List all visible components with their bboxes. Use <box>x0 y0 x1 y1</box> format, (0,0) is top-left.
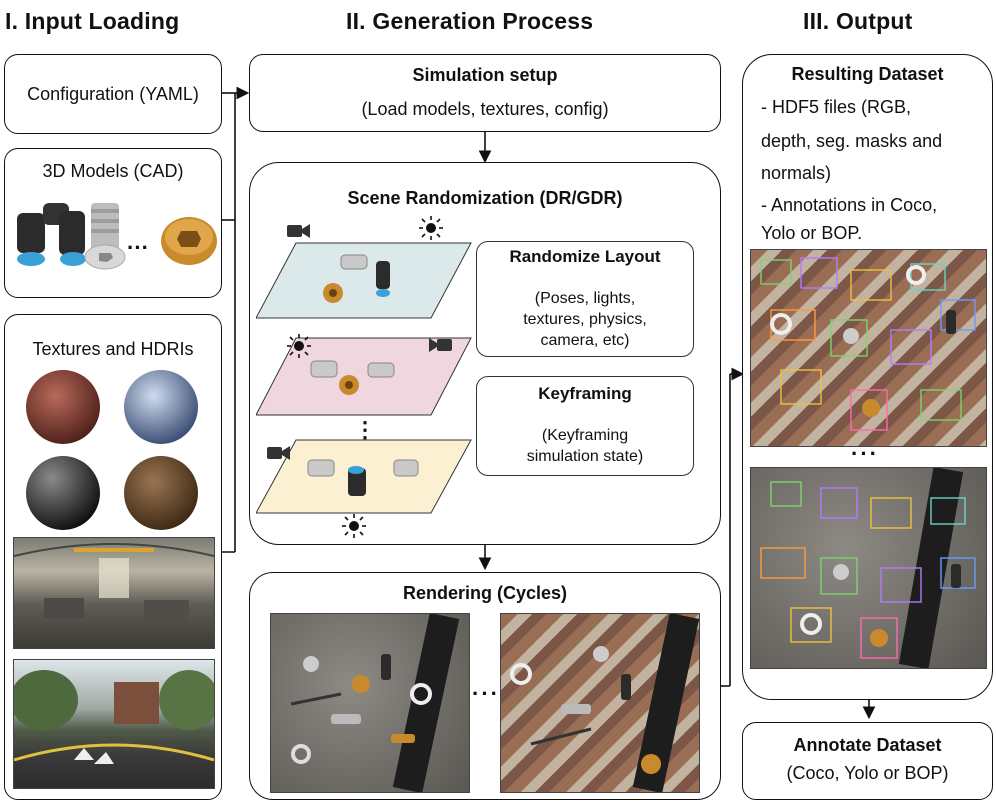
models-box: 3D Models (CAD) ··· <box>4 148 222 298</box>
texture-spheres <box>26 370 198 530</box>
render-textured-image <box>500 613 700 793</box>
rendering-box: Rendering (Cycles) ··· <box>249 572 721 800</box>
annotate-dataset-title: Annotate Dataset <box>793 735 942 755</box>
scene-randomization-title: Scene Randomization (DR/GDR) <box>347 188 623 208</box>
randomize-layout-box: Randomize Layout (Poses, lights, texture… <box>476 241 694 357</box>
sun-icon <box>419 216 443 240</box>
heading-generation-process: II. Generation Process <box>346 8 594 34</box>
heading-output: III. Output <box>803 8 913 34</box>
simulation-setup-subtitle: (Load models, textures, config) <box>361 99 609 119</box>
rendering-title: Rendering (Cycles) <box>402 583 568 603</box>
render-plain-image <box>270 613 470 793</box>
annotate-dataset-box: Annotate Dataset (Coco, Yolo or BOP) <box>742 722 993 800</box>
camera-icon <box>429 338 452 352</box>
svg-text:⋮: ⋮ <box>354 417 376 442</box>
keyframing-line-2: simulation state) <box>526 448 644 465</box>
dataset-ellipsis: ··· <box>851 441 879 466</box>
dataset-line-3: normals) <box>761 163 832 183</box>
annotated-sample-image-2 <box>750 467 987 669</box>
models-label: 3D Models (CAD) <box>42 161 184 181</box>
heading-input-loading: I. Input Loading <box>5 8 180 34</box>
config-box: Configuration (YAML) <box>4 54 222 134</box>
svg-text:···: ··· <box>127 235 149 260</box>
render-plain-objects <box>290 614 460 792</box>
config-label: Configuration (YAML) <box>27 84 199 104</box>
randomize-layout-line-3: camera, etc) <box>540 332 630 349</box>
annotated-sample-boxes-2 <box>760 468 976 668</box>
camera-icon <box>287 224 310 238</box>
sun-icon <box>287 334 311 358</box>
scene-randomization-box: Scene Randomization (DR/GDR) ⋮ <box>249 162 721 545</box>
dataset-line-1: - HDF5 files (RGB, <box>761 97 912 117</box>
hdri-factory-detail <box>14 543 214 622</box>
resulting-dataset-box: Resulting Dataset - HDF5 files (RGB, dep… <box>742 54 993 700</box>
hdri-street-image <box>13 659 215 789</box>
resulting-dataset-title: Resulting Dataset <box>791 64 944 84</box>
keyframing-title: Keyframing <box>538 384 632 403</box>
textures-label: Textures and HDRIs <box>32 339 194 359</box>
keyframing-line-1: (Keyframing <box>541 427 629 444</box>
simulation-setup-title: Simulation setup <box>412 65 558 85</box>
sun-icon <box>342 514 366 538</box>
annotated-sample-boxes-1 <box>760 257 976 431</box>
textures-box: Textures and HDRIs <box>4 314 222 800</box>
rendering-ellipsis: ··· <box>472 681 500 706</box>
dataset-line-5: Yolo or BOP. <box>761 223 863 243</box>
dataset-line-2: depth, seg. masks and <box>761 131 943 151</box>
randomize-layout-title: Randomize Layout <box>509 247 661 266</box>
render-textured-objects <box>510 614 699 792</box>
hdri-factory-image <box>13 537 215 649</box>
randomized-scene-planes: ⋮ <box>256 242 472 514</box>
annotate-dataset-subtitle: (Coco, Yolo or BOP) <box>786 763 949 783</box>
simulation-setup-box: Simulation setup (Load models, textures,… <box>249 54 721 132</box>
hdri-street-detail <box>14 670 214 764</box>
randomize-layout-line-1: (Poses, lights, <box>534 290 636 307</box>
randomize-layout-line-2: textures, physics, <box>523 311 647 328</box>
annotated-sample-image-1 <box>750 249 987 447</box>
keyframing-box: Keyframing (Keyframing simulation state) <box>476 376 694 476</box>
cad-models-illustration: ··· <box>17 203 217 270</box>
dataset-line-4: - Annotations in Coco, <box>761 195 938 215</box>
camera-icon <box>267 446 290 460</box>
